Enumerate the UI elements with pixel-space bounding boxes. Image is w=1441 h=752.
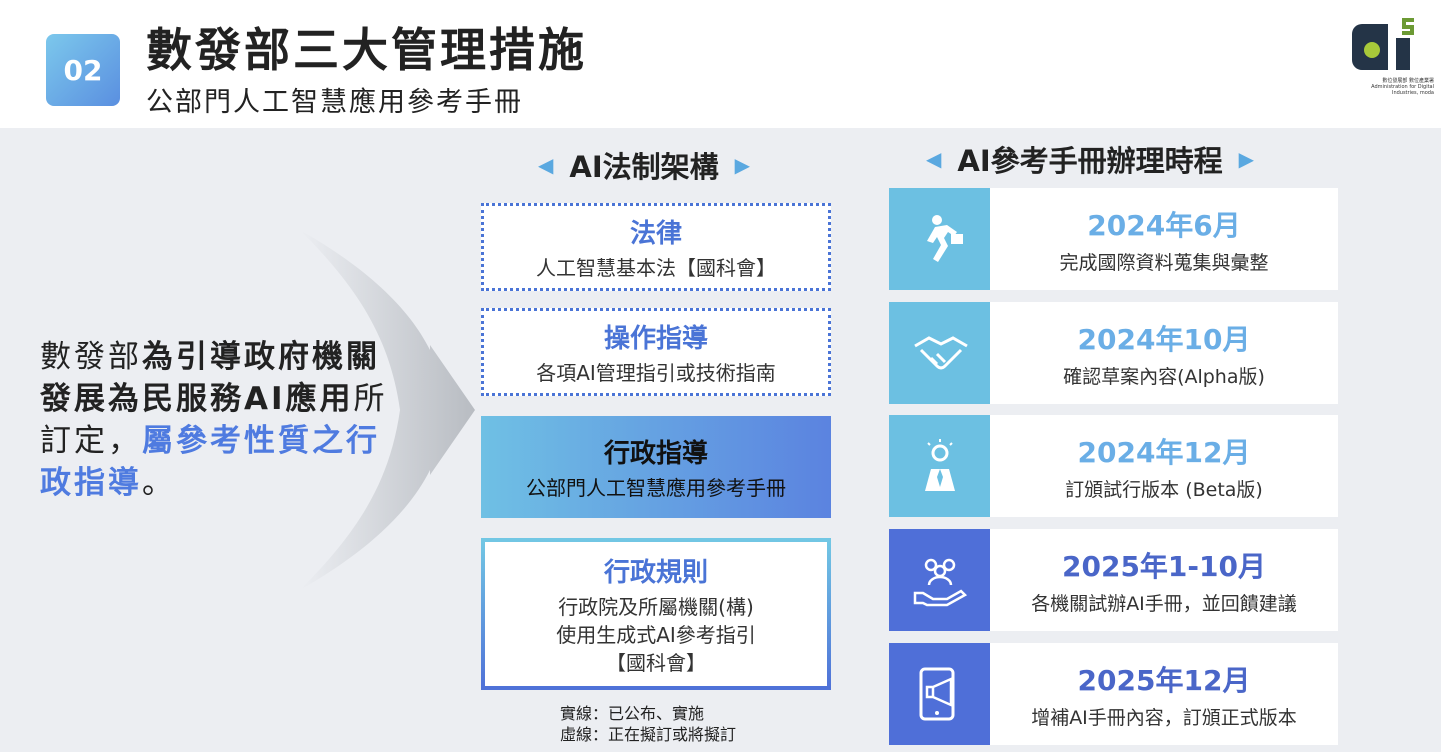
desc-part: 。 xyxy=(142,465,176,501)
box-line: 人工智慧基本法【國科會】 xyxy=(536,255,776,280)
timeline-desc: 完成國際資料蒐集與彙整 xyxy=(1059,251,1269,274)
legal-heading-text: AI法制架構 xyxy=(569,150,719,184)
box-title: 行政規則 xyxy=(603,557,708,588)
timeline-item: 2024年6月完成國際資料蒐集與彙整 xyxy=(889,188,1338,290)
timeline-date: 2024年10月 xyxy=(1077,322,1251,356)
tablet-megaphone-icon xyxy=(889,643,990,745)
timeline-text: 2024年12月訂頒試行版本 (Beta版) xyxy=(990,415,1338,517)
triangle-right-icon: ▶ xyxy=(734,153,751,177)
timeline-date: 2025年1-10月 xyxy=(1062,549,1266,583)
desc-part: 所訂定， xyxy=(40,381,388,459)
section-badge: 02 xyxy=(46,34,120,106)
box-title: 行政指導 xyxy=(603,438,708,469)
timeline-desc: 增補AI手冊內容，訂頒正式版本 xyxy=(1031,706,1297,729)
desc-highlight: 屬參考性質之行政指導 xyxy=(40,423,380,501)
desc-bold: 為引導政府機關發展為民服務AI應用 xyxy=(40,339,380,417)
slide-subtitle: 公部門人工智慧應用參考手冊 xyxy=(146,87,523,118)
handshake-icon xyxy=(889,302,990,404)
flow-arrow-icon xyxy=(300,230,475,590)
box-title: 操作指導 xyxy=(603,323,708,354)
box-line: 行政院及所屬機關(構) xyxy=(558,594,754,619)
timeline-item: 2024年10月確認草案內容(Alpha版) xyxy=(889,302,1338,404)
timeline-heading-text: AI參考手冊辦理時程 xyxy=(957,144,1223,178)
timeline-desc: 確認草案內容(Alpha版) xyxy=(1063,365,1265,388)
idea-person-icon xyxy=(889,415,990,517)
timeline-item: 2025年1-10月各機關試辦AI手冊，並回饋建議 xyxy=(889,529,1338,631)
legal-box-admin-rules: 行政規則 行政院及所屬機關(構) 使用生成式AI參考指引 【國科會】 xyxy=(481,538,831,690)
slide-title: 數發部三大管理措施 xyxy=(146,23,587,77)
legal-box-admin-guidance: 行政指導 公部門人工智慧應用參考手冊 xyxy=(481,416,831,518)
legend-solid: 實線：已公布、實施 xyxy=(560,704,705,723)
timeline-date: 2024年12月 xyxy=(1077,435,1251,469)
desc-part: 數發部 xyxy=(40,339,142,375)
timeline-text: 2025年1-10月各機關試辦AI手冊，並回饋建議 xyxy=(990,529,1338,631)
box-line: 公部門人工智慧應用參考手冊 xyxy=(526,475,786,500)
triangle-left-icon: ◀ xyxy=(538,153,554,177)
box-line: 各項AI管理指引或技術指南 xyxy=(536,360,776,385)
triangle-left-icon: ◀ xyxy=(926,147,942,171)
timeline-text: 2024年6月完成國際資料蒐集與彙整 xyxy=(990,188,1338,290)
legal-box-operation: 操作指導 各項AI管理指引或技術指南 xyxy=(481,308,831,396)
timeline-text: 2024年10月確認草案內容(Alpha版) xyxy=(990,302,1338,404)
di-logo-icon xyxy=(1352,18,1414,70)
triangle-right-icon: ▶ xyxy=(1238,147,1255,171)
timeline-item: 2025年12月增補AI手冊內容，訂頒正式版本 xyxy=(889,643,1338,745)
timeline-date: 2025年12月 xyxy=(1077,663,1251,697)
people-hand-icon xyxy=(889,529,990,631)
timeline-heading: ◀ AI參考手冊辦理時程 ▶ xyxy=(926,138,1254,180)
left-description: 數發部為引導政府機關發展為民服務AI應用所訂定，屬參考性質之行政指導。 xyxy=(40,336,400,504)
logo-org-en: Administration for Digital Industries, m… xyxy=(1371,84,1434,96)
logo-org-zh: 數位發展部 數位產業署 xyxy=(1382,78,1434,84)
timeline-text: 2025年12月增補AI手冊內容，訂頒正式版本 xyxy=(990,643,1338,745)
box-title: 法律 xyxy=(629,218,682,249)
legend-dotted: 虛線：正在擬訂或將擬訂 xyxy=(560,725,737,744)
timeline-desc: 訂頒試行版本 (Beta版) xyxy=(1065,478,1263,501)
box-line: 使用生成式AI參考指引 xyxy=(556,622,756,647)
timeline-desc: 各機關試辦AI手冊，並回饋建議 xyxy=(1031,592,1297,615)
walking-person-icon xyxy=(889,188,990,290)
timeline-date: 2024年6月 xyxy=(1087,208,1241,242)
box-line: 【國科會】 xyxy=(606,650,706,675)
timeline-item: 2024年12月訂頒試行版本 (Beta版) xyxy=(889,415,1338,517)
legal-box-law: 法律 人工智慧基本法【國科會】 xyxy=(481,203,831,291)
legal-heading: ◀ AI法制架構 ▶ xyxy=(538,144,750,186)
line-legend: 實線：已公布、實施 虛線：正在擬訂或將擬訂 xyxy=(560,703,736,745)
